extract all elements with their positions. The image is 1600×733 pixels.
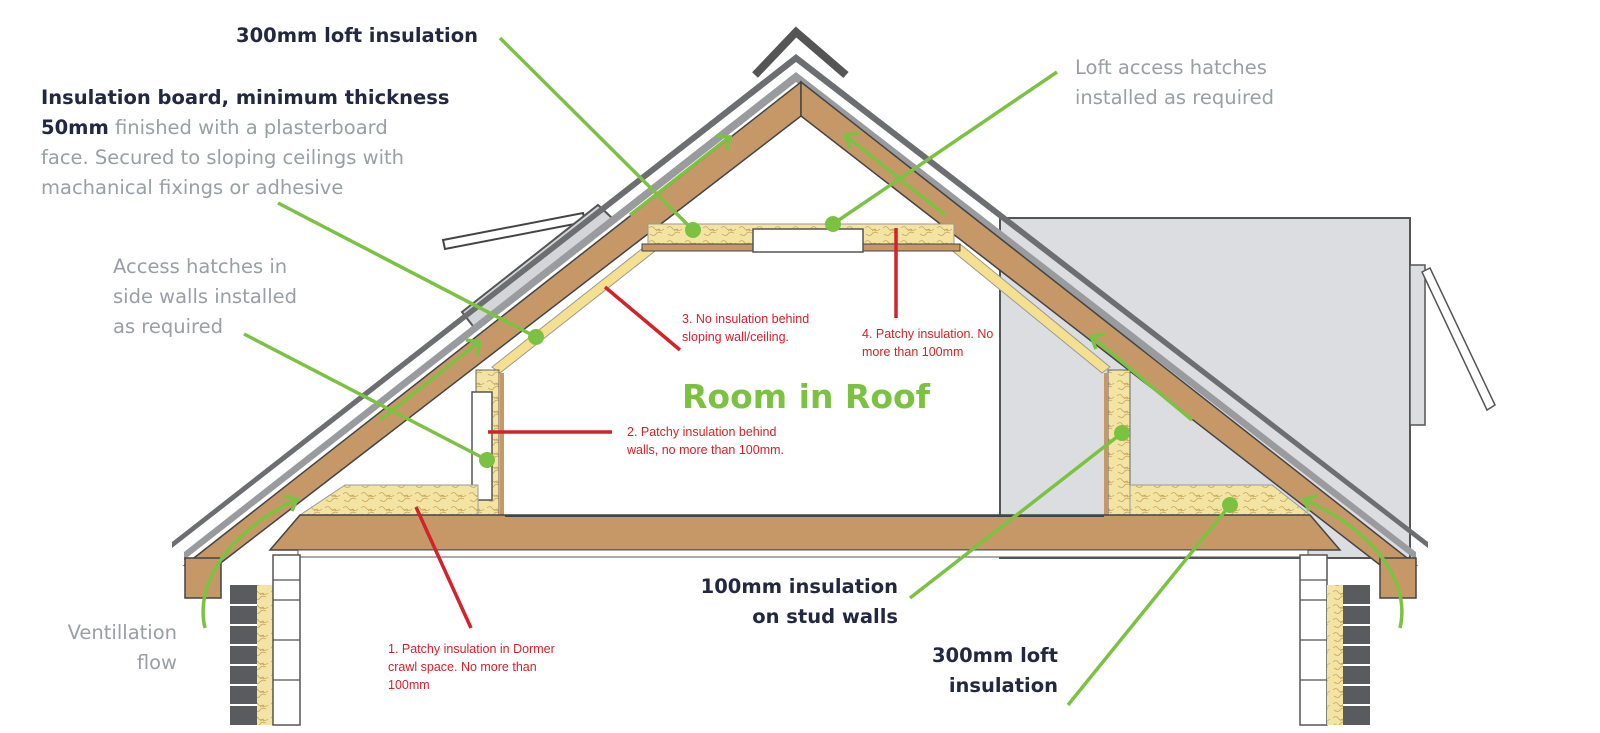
floor-insulation: [298, 484, 1312, 516]
issue-1-line-3: 100mm: [388, 678, 430, 692]
board-bold-2: 50mm: [41, 116, 109, 139]
vent-line-2: flow: [136, 651, 177, 674]
right-wall: [1299, 554, 1370, 726]
board-rest-1: finished with a plasterboard: [108, 116, 388, 139]
label-insulation-board: Insulation board, minimum thickness 50mm…: [41, 83, 481, 203]
issue-1-line-1: 1. Patchy insulation in Dormer: [388, 642, 555, 656]
issue-4-line-1: 4. Patchy insulation. No: [862, 327, 994, 341]
vent-line-1: Ventillation: [67, 621, 177, 644]
green-pointers: [243, 36, 1238, 707]
board-bold-1: Insulation board, minimum thickness: [41, 86, 450, 109]
roof-tiles: [172, 26, 1428, 560]
loft-hatch-line-2: installed as required: [1075, 86, 1274, 109]
board-rest-3: machanical fixings or adhesive: [41, 176, 344, 199]
issue-4-line-2: more than 100mm: [862, 345, 964, 359]
label-loft-access-hatches: Loft access hatches installed as require…: [1075, 53, 1274, 113]
board-rest-2: face. Secured to sloping ceilings with: [41, 146, 404, 169]
loft-hatch-line-1: Loft access hatches: [1075, 56, 1267, 79]
issue-3-line-2: sloping wall/ceiling.: [682, 330, 790, 344]
loft-bottom-line-2: insulation: [948, 674, 1058, 697]
ventilation-flow-arrows: [201, 131, 1404, 629]
issue-4-note: 4. Patchy insulation. No more than 100mm: [862, 325, 993, 361]
issue-1-note: 1. Patchy insulation in Dormer crawl spa…: [388, 640, 555, 694]
access-side-line-1: Access hatches in: [113, 255, 288, 278]
knee-walls: [471, 369, 1131, 521]
label-ventilation-flow: Ventillation flow: [40, 618, 177, 678]
red-pointers: [414, 228, 898, 629]
issue-2-line-2: walls, no more than 100mm.: [627, 443, 785, 457]
stud-line-2: on stud walls: [752, 605, 898, 628]
loft-insulation-top: [641, 223, 961, 253]
access-side-line-2: side walls installed: [113, 285, 297, 308]
issue-2-note: 2. Patchy insulation behind walls, no mo…: [627, 423, 784, 459]
label-stud-wall-insulation: 100mm insulation on stud walls: [640, 572, 898, 632]
ceiling-joist: [268, 514, 1342, 558]
diagram-title: Room in Roof: [682, 377, 931, 416]
label-access-hatches-side: Access hatches in side walls installed a…: [113, 252, 297, 342]
issue-3-line-1: 3. No insulation behind: [682, 312, 810, 326]
issue-3-note: 3. No insulation behind sloping wall/cei…: [682, 310, 809, 346]
label-loft-insulation-bottom: 300mm loft insulation: [880, 641, 1058, 701]
label-loft-insulation-top: 300mm loft insulation: [236, 24, 478, 47]
loft-bottom-line-1: 300mm loft: [931, 644, 1058, 667]
stud-line-1: 100mm insulation: [700, 575, 898, 598]
issue-1-line-2: crawl space. No more than: [388, 660, 537, 674]
access-side-line-3: as required: [113, 315, 224, 338]
left-wall: [230, 554, 301, 726]
issue-2-line-1: 2. Patchy insulation behind: [627, 425, 777, 439]
